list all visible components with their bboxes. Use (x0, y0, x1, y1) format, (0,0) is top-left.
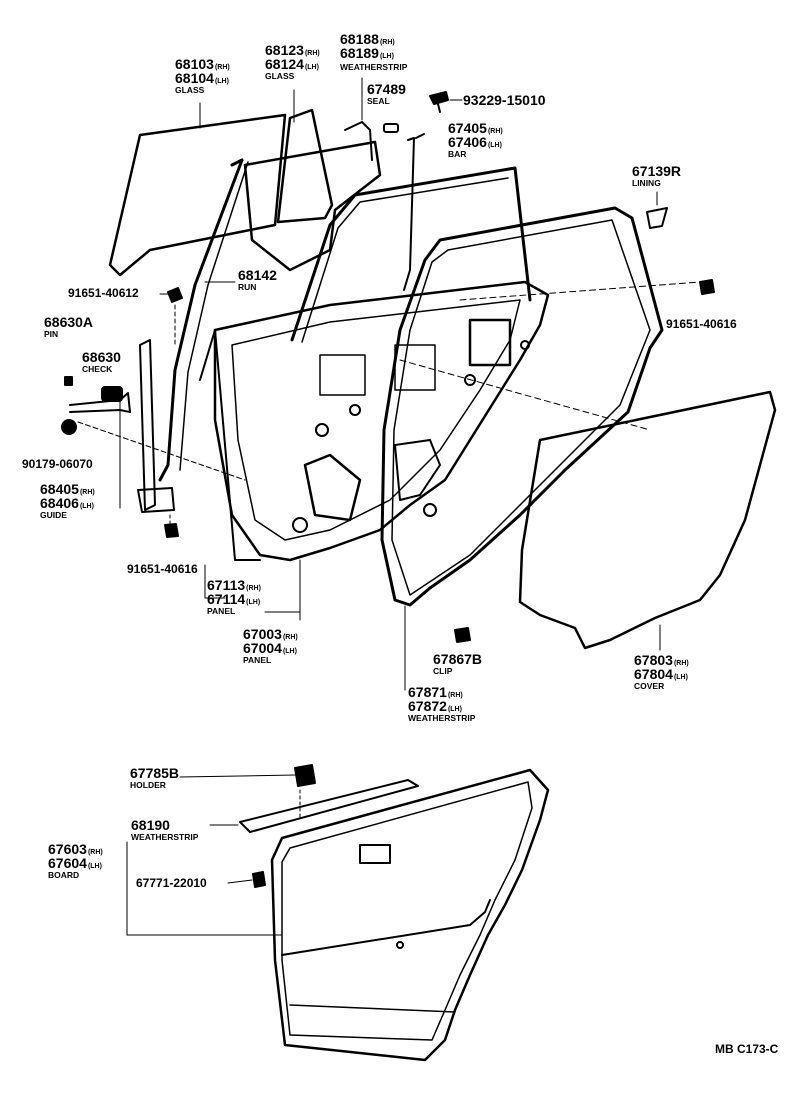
bolt-left-part (159, 287, 183, 303)
board-leader-lines (126, 774, 296, 936)
glass-rear-part (276, 89, 334, 224)
label-panel-inner: 67113(RH) 67114(LH) PANEL (207, 577, 261, 616)
label-seal: 67489 SEAL (367, 81, 406, 106)
label-run: 68142 RUN (238, 267, 277, 292)
label-weatherstrip-belt: 68190 WEATHERSTRIP (131, 817, 199, 842)
bolt-right-part (699, 279, 715, 295)
label-glass-front: 68103(RH) 68104(LH) GLASS (175, 56, 230, 95)
label-check: 68630 CHECK (82, 349, 121, 374)
label-panel-outer: 67003(RH) 67004(LH) PANEL (243, 626, 298, 665)
label-washer: 90179-06070 (22, 457, 93, 471)
label-holder: 67785B HOLDER (130, 765, 180, 790)
label-pin: 68630A PIN (44, 314, 94, 339)
guide-part (137, 487, 175, 513)
washer-part (61, 419, 77, 435)
glass-front-part (108, 102, 287, 277)
label-weatherstrip-door: 67871(RH) 67872(LH) WEATHERSTRIP (408, 684, 476, 723)
diagram-code: MB C173-C (715, 1042, 779, 1056)
panel-inner-part (213, 280, 550, 562)
label-bolt-bottom: 91651-40616 (127, 562, 198, 576)
check-part (69, 339, 156, 511)
label-bar: 67405(RH) 67406(LH) BAR (448, 120, 503, 159)
label-clip-board: 67771-22010 (136, 876, 207, 890)
pin-part (64, 376, 73, 386)
label-bolt-right: 91651-40616 (666, 317, 737, 331)
screw-top-part (429, 91, 463, 113)
weatherstrip-top-part (243, 77, 382, 272)
panel-outer-part (199, 166, 532, 561)
run-part (158, 158, 249, 482)
clip-board-part (252, 871, 266, 888)
weatherstrip-belt-part (239, 779, 419, 833)
label-board: 67603(RH) 67604(LH) BOARD (48, 841, 103, 880)
clip-part (454, 627, 471, 643)
label-glass-rear: 68123(RH) 68124(LH) GLASS (265, 42, 320, 81)
label-guide: 68405(RH) 68406(LH) GUIDE (40, 481, 95, 520)
holder-part (294, 764, 316, 787)
label-clip: 67867B CLIP (433, 651, 483, 676)
bar-part (403, 133, 425, 291)
leader-lines (77, 281, 701, 691)
label-lining: 67139R LINING (632, 163, 682, 188)
label-cover: 67803(RH) 67804(LH) COVER (634, 652, 689, 691)
label-weatherstrip-top: 68188(RH) 68189(LH) (340, 31, 395, 61)
label-screw-top: 93229-15010 (463, 92, 546, 108)
seal-part (383, 123, 399, 133)
label-weatherstrip-top-name: WEATHERSTRIP (340, 62, 408, 72)
lining-part (646, 191, 668, 229)
label-bolt-left: 91651-40612 (68, 286, 139, 300)
bolt-bottom-part (164, 523, 179, 538)
board-part (270, 768, 550, 1062)
weatherstrip-door-part (380, 206, 664, 681)
cover-part (518, 390, 777, 651)
